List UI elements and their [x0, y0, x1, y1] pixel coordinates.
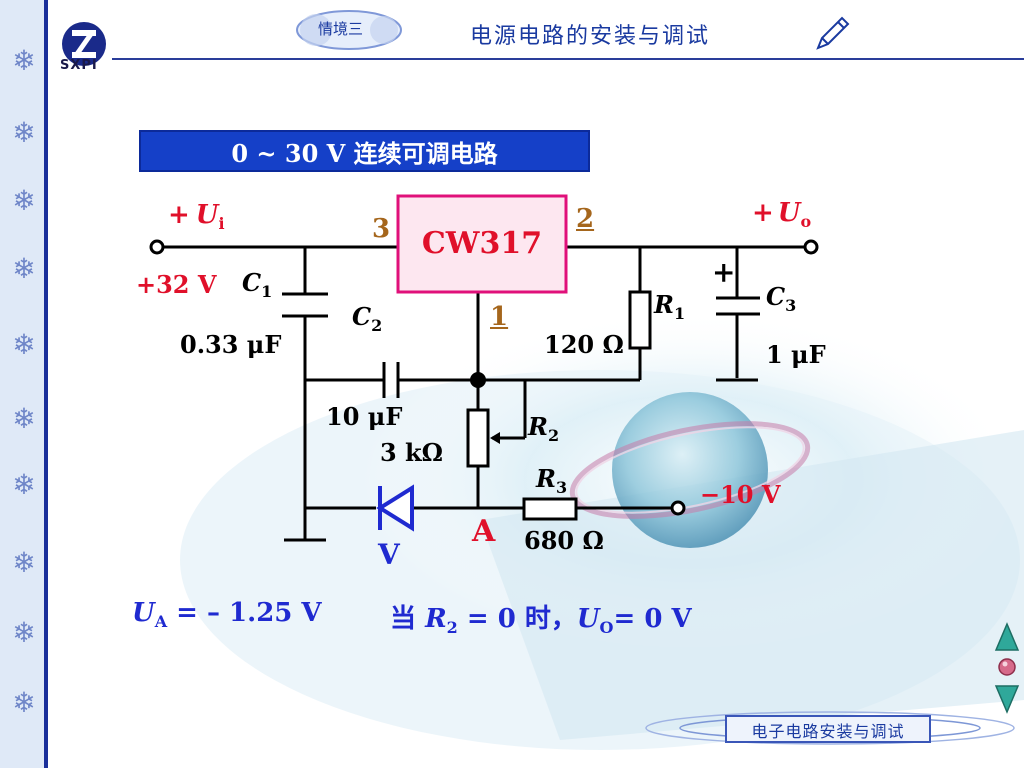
logo-text: SXPI	[60, 58, 98, 73]
node-a-label: A	[472, 514, 496, 549]
equation-ua: UA = – 1.25 V	[132, 598, 322, 632]
negative-supply-terminal	[670, 500, 686, 516]
negative-supply-label: −10 V	[700, 480, 781, 509]
snowflake-icon: ❄	[12, 116, 36, 149]
previous-slide-button[interactable]	[994, 622, 1020, 654]
equation-condition: 当 R2 = 0 时，UO= 0 V	[390, 604, 692, 638]
snowflake-icon: ❄	[12, 616, 36, 649]
header-divider	[112, 58, 1024, 60]
sidebar-edge	[44, 0, 48, 768]
r2-label: R2	[528, 412, 560, 445]
diagram-title: 0 ~ 30 V 连续可调电路	[139, 130, 590, 172]
ic-label: CW317	[421, 226, 543, 261]
diode-icon	[376, 484, 414, 532]
c1-label: C1	[242, 268, 273, 301]
snowflake-icon: ❄	[12, 328, 36, 361]
snowflake-icon: ❄	[12, 44, 36, 77]
r1-value: 120 Ω	[544, 330, 624, 359]
pin-3-label: 3	[372, 214, 391, 244]
c2-label: C2	[352, 302, 383, 335]
snowflake-icon: ❄	[12, 402, 36, 435]
footer-course-title: 电子电路安装与调试	[751, 722, 905, 741]
diode-label: V	[378, 538, 400, 571]
snowflake-icon: ❄	[12, 184, 36, 217]
resistor-r1	[628, 290, 652, 350]
input-voltage-label: +32 V	[136, 270, 217, 299]
c3-label: C3	[766, 282, 797, 315]
pencil-icon	[816, 16, 850, 50]
r3-value: 680 Ω	[524, 526, 604, 555]
home-button[interactable]	[994, 656, 1020, 678]
junction-dot	[470, 372, 486, 388]
pin-2-label: 2	[576, 204, 595, 234]
pin-1-label: 1	[490, 302, 509, 332]
output-terminal	[803, 239, 819, 255]
section-badge	[296, 10, 402, 50]
c1-value: 0.33 μF	[180, 330, 282, 359]
input-terminal	[149, 239, 165, 255]
school-logo-icon	[62, 22, 106, 66]
page-title: 电源电路的安装与调试	[470, 24, 711, 49]
input-label: +Ui	[168, 200, 225, 234]
resistor-r2	[466, 408, 490, 468]
r3-label: R3	[536, 464, 568, 497]
next-slide-button[interactable]	[994, 682, 1020, 714]
r2-wiper-arrow	[490, 432, 500, 444]
r1-label: R1	[654, 290, 686, 323]
snowflake-icon: ❄	[12, 252, 36, 285]
snowflake-icon: ❄	[12, 546, 36, 579]
footer-banner	[645, 711, 1015, 745]
output-label: +Uo	[752, 198, 812, 232]
ic-cw317	[396, 194, 568, 294]
snowflake-icon: ❄	[12, 686, 36, 719]
resistor-r3	[522, 497, 578, 521]
r2-value: 3 kΩ	[380, 438, 444, 467]
c2-value: 10 μF	[326, 402, 403, 431]
c3-value: 1 μF	[766, 340, 826, 369]
c3-polarity: +	[712, 256, 736, 289]
snowflake-icon: ❄	[12, 468, 36, 501]
section-badge-label: 情境三	[318, 20, 364, 38]
